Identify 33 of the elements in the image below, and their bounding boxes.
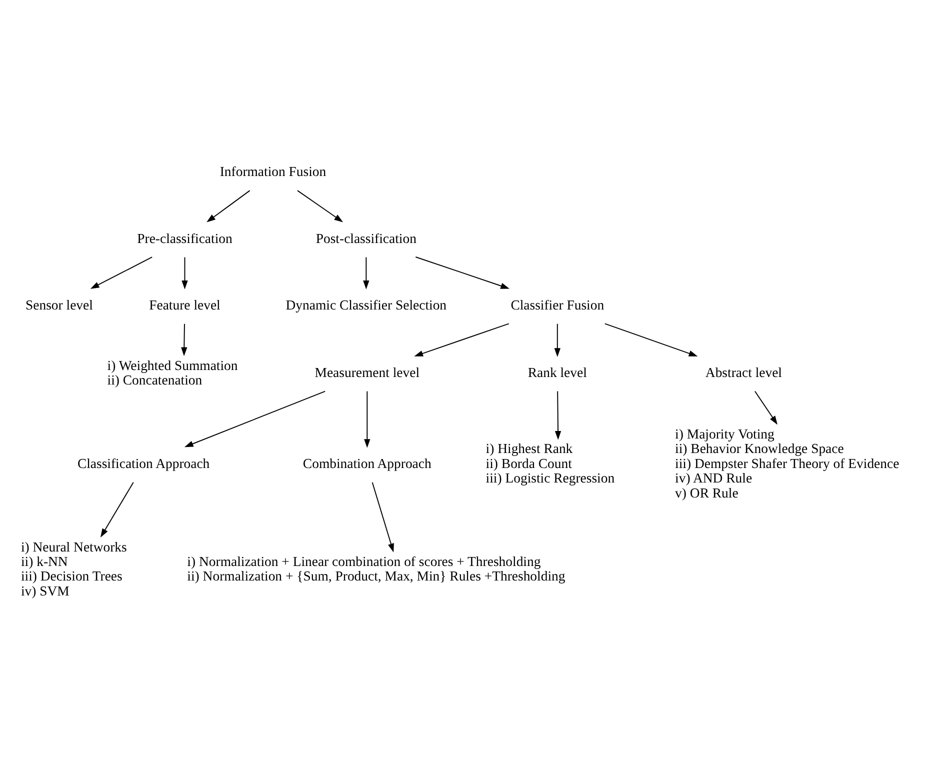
node-text: i) Highest Rank ii) Borda Count iii) Logistic Regression <box>486 440 615 486</box>
arrow <box>100 481 134 537</box>
arrow <box>182 256 188 289</box>
arrow <box>372 481 394 552</box>
node-text: Combination Approach <box>302 455 432 470</box>
node-text: Rank level <box>528 364 587 380</box>
node-text: Pre-classification <box>137 230 232 246</box>
node-text: Measurement level <box>314 364 420 380</box>
arrow <box>206 190 250 222</box>
arrow <box>604 322 698 356</box>
arrow <box>414 322 510 356</box>
arrow <box>364 390 370 448</box>
arrow <box>184 390 326 447</box>
arrow <box>554 322 560 357</box>
node-text: Sensor level <box>26 297 93 312</box>
node-text: Abstract level <box>705 364 782 380</box>
arrow <box>415 256 510 288</box>
arrow <box>754 390 778 424</box>
node-text: i) Majority Voting ii) Behavior Knowledge Space iii) Dempster Shafer Theory of Evidence iv) AND Rule v) OR Rule <box>675 426 900 500</box>
arrow <box>554 390 562 440</box>
node-text: Classifier Fusion <box>510 297 604 312</box>
arrow <box>363 256 370 289</box>
node-text: Dynamic Classifier Selection <box>286 297 447 312</box>
node-text: Feature level <box>149 297 220 312</box>
node-text: Information Fusion <box>220 164 326 179</box>
arrow <box>181 322 188 356</box>
node-text: i) Weighted Summation ii) Concatenation <box>107 357 238 388</box>
node-text: i) Normalization + Linear combination of scores + Thresholding ii) Normalization + {Sum, Product, Max, Min} Rules +Thresholding <box>187 554 566 584</box>
node-text: Post-classification <box>316 230 416 246</box>
arrow <box>90 256 153 288</box>
node-text: Classification Approach <box>77 455 210 470</box>
arrow <box>297 190 344 222</box>
node-text: i) Neural Networks ii) k-NN iii) Decision Trees iv) SVM <box>20 538 127 598</box>
